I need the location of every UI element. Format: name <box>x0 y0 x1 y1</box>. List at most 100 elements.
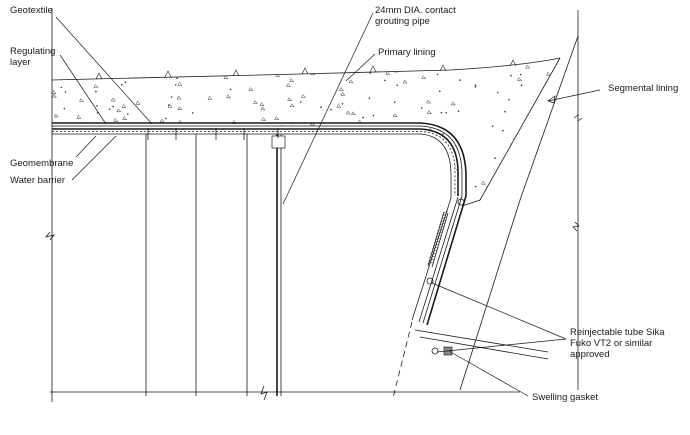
concrete-speckle <box>210 183 216 188</box>
concrete-speckle <box>135 59 141 64</box>
concrete-speckle <box>459 79 461 81</box>
concrete-speckle <box>274 70 280 75</box>
concrete-speckle <box>402 79 408 84</box>
concrete-speckle <box>340 91 346 96</box>
concrete-speckle <box>432 184 438 189</box>
concrete-speckle <box>229 88 232 91</box>
concrete-speckle <box>301 143 303 145</box>
concrete-speckle <box>431 155 437 160</box>
concrete-speckle <box>79 98 85 102</box>
concrete-speckle <box>194 59 200 64</box>
concrete-speckle <box>300 68 302 71</box>
concrete-speckle <box>548 85 550 88</box>
wall-hatch-line <box>442 213 448 217</box>
label-grouting-pipe-line1: 24mm DIA. contact <box>375 5 456 16</box>
concrete-hatch <box>52 59 563 210</box>
concrete-speckle <box>128 165 134 170</box>
concrete-speckle <box>207 95 213 100</box>
concrete-speckle <box>546 71 552 76</box>
concrete-speckle <box>369 72 372 74</box>
concrete-speckle <box>287 97 293 101</box>
concrete-speckle <box>171 160 173 162</box>
concrete-speckle <box>411 206 413 208</box>
concrete-speckle <box>362 116 365 119</box>
concrete-speckle <box>401 148 404 150</box>
concrete-speckle <box>187 174 193 179</box>
concrete-speckle <box>171 170 174 173</box>
concrete-speckle <box>554 154 560 159</box>
concrete-speckle <box>508 98 510 101</box>
concrete-speckle <box>223 75 229 79</box>
concrete-speckle <box>52 207 56 210</box>
concrete-speckle <box>543 198 549 203</box>
concrete-speckle <box>503 201 506 203</box>
concrete-speckle <box>170 96 173 98</box>
concrete-speckle <box>118 61 124 66</box>
concrete-speckle <box>165 144 171 149</box>
concrete-speckle <box>159 118 165 123</box>
concrete-speckle <box>303 67 305 69</box>
segmental-lining <box>459 10 583 391</box>
concrete-speckle <box>398 165 401 167</box>
concrete-speckle <box>169 170 172 172</box>
concrete-speckle <box>474 86 477 88</box>
concrete-speckle <box>385 136 388 139</box>
concrete-speckle <box>364 140 367 142</box>
leader-lines <box>55 12 601 397</box>
concrete-speckle <box>451 196 457 201</box>
concrete-speckle <box>524 155 530 159</box>
concrete-speckle <box>554 131 560 135</box>
concrete-speckle <box>127 113 129 115</box>
concrete-speckle <box>351 111 357 116</box>
label-geotextile: Geotextile <box>10 5 53 16</box>
concrete-speckle <box>440 111 443 114</box>
concrete-speckle <box>99 169 102 171</box>
wall-hatch-line <box>427 261 433 265</box>
concrete-speckle <box>439 178 445 183</box>
concrete-speckle <box>396 84 399 87</box>
concrete-speckle <box>392 203 398 206</box>
concrete-speckle <box>177 106 183 110</box>
concrete-speckle <box>199 165 205 169</box>
concrete-speckle <box>396 198 399 201</box>
concrete-speckle <box>525 64 531 69</box>
concrete-speckle <box>372 114 375 117</box>
concrete-speckle <box>392 113 398 117</box>
concrete-speckle <box>98 155 104 159</box>
concrete-speckle <box>457 110 460 112</box>
concrete-speckle <box>426 99 432 104</box>
concrete-speckle <box>330 108 332 111</box>
concrete-speckle <box>140 160 143 162</box>
vertical-section-lines <box>51 8 286 402</box>
concrete-speckle <box>227 207 231 210</box>
concrete-speckle <box>141 69 143 72</box>
concrete-speckle <box>474 84 477 87</box>
concrete-speckle <box>420 107 423 109</box>
waterproofing-layers <box>52 122 467 198</box>
concrete-speckle <box>491 125 494 127</box>
concrete-speckle <box>561 61 563 63</box>
wall-hatch-line <box>432 246 438 250</box>
concrete-speckle <box>262 193 268 198</box>
wall-hatch-line <box>431 249 437 253</box>
concrete-speckle <box>436 73 439 76</box>
surface-spikes <box>95 59 517 80</box>
concrete-speckle <box>534 105 540 109</box>
concrete-speckle <box>91 198 94 200</box>
concrete-speckle <box>541 150 544 153</box>
concrete-speckle <box>479 202 482 204</box>
concrete-speckle <box>275 72 281 77</box>
label-segmental-lining: Segmental lining <box>608 83 678 94</box>
concrete-speckle <box>176 95 182 100</box>
concrete-speckle <box>408 143 414 148</box>
concrete-speckle <box>304 195 310 200</box>
label-reinjectable-line2: Fuko VT2 or similar <box>570 338 652 349</box>
concrete-speckle <box>172 167 178 172</box>
concrete-speckle <box>248 87 254 91</box>
concrete-speckle <box>502 129 504 132</box>
concrete-speckle <box>112 105 114 108</box>
concrete-speckle <box>63 107 66 110</box>
concrete-speckle <box>177 81 183 86</box>
concrete-speckle <box>262 134 268 138</box>
